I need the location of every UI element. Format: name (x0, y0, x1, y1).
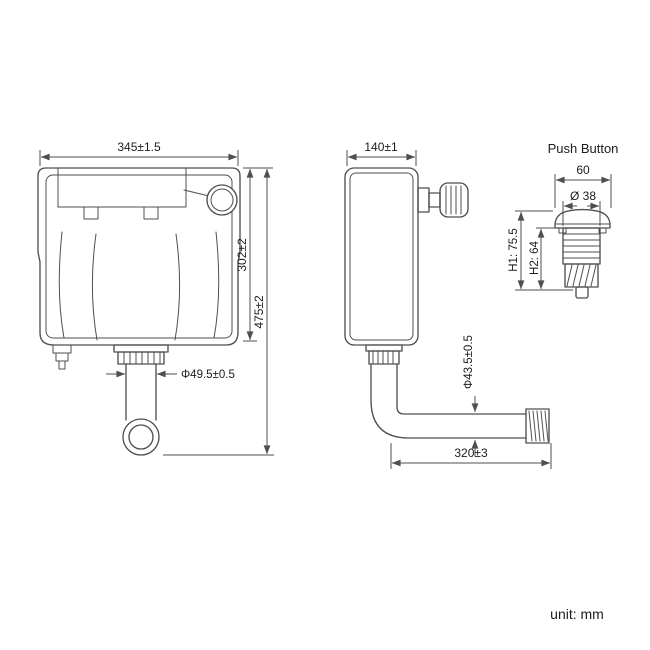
pipe-thread-end (525, 408, 550, 444)
dim-front-width-label: 345±1.5 (117, 140, 161, 154)
side-outlet-thread (365, 344, 403, 365)
dim-button-diameter-label: Ø 38 (570, 189, 596, 203)
tank-lid-recess (57, 167, 187, 220)
outlet-pipe (125, 363, 157, 421)
dim-button-h2-label: H2: 64 (529, 240, 541, 274)
side-view-drawing: 140±1 (344, 140, 552, 469)
outlet-thread (113, 344, 169, 365)
inlet-valve-fitting (417, 182, 469, 218)
dim-side-pipe-diameter-label: Φ43.5±0.5 (463, 335, 475, 389)
inlet-hole (183, 184, 238, 216)
side-ribs (58, 231, 220, 341)
dimension-front-width: 345±1.5 (39, 140, 239, 166)
dimension-front-total-height: 475±2 (163, 168, 274, 456)
dimension-button-diameter: Ø 38 (562, 189, 601, 226)
dimension-side-pipe-diameter: Φ43.5±0.5 (463, 335, 479, 456)
push-button-title: Push Button (548, 141, 619, 156)
dim-side-pipe-length-label: 320±3 (454, 446, 488, 460)
drain-valve (52, 344, 72, 370)
tank-body (37, 167, 241, 346)
dimension-front-body-height: 302±2 (235, 167, 273, 342)
dimension-side-depth: 140±1 (346, 140, 417, 166)
dimension-button-h2: H2: 64 (529, 227, 556, 290)
unit-label: unit: mm (550, 606, 604, 622)
front-view-drawing: 345±1.5 (37, 140, 274, 456)
dim-front-outlet-diameter-label: Φ49.5±0.5 (181, 369, 235, 381)
dimension-front-outlet-diameter: Φ49.5±0.5 (106, 366, 235, 381)
dim-front-body-height-label: 302±2 (235, 238, 249, 272)
dimension-button-h1: H1: 75.5 (508, 210, 573, 291)
side-body (344, 167, 419, 346)
button-bottom-tab (575, 286, 589, 299)
dimension-side-pipe-length: 320±3 (390, 443, 552, 469)
dim-side-depth-label: 140±1 (364, 140, 398, 154)
outlet-elbow (122, 418, 160, 456)
push-button-drawing: Push Button 60 Ø 38 (508, 141, 619, 299)
outlet-elbow-pipe (370, 363, 527, 439)
dimension-button-width: 60 (554, 163, 612, 208)
dim-front-total-height-label: 475±2 (252, 295, 266, 329)
dim-button-h1-label: H1: 75.5 (508, 228, 520, 271)
button-thread (564, 263, 599, 288)
dim-button-width-label: 60 (576, 163, 590, 177)
button-body (562, 227, 601, 265)
